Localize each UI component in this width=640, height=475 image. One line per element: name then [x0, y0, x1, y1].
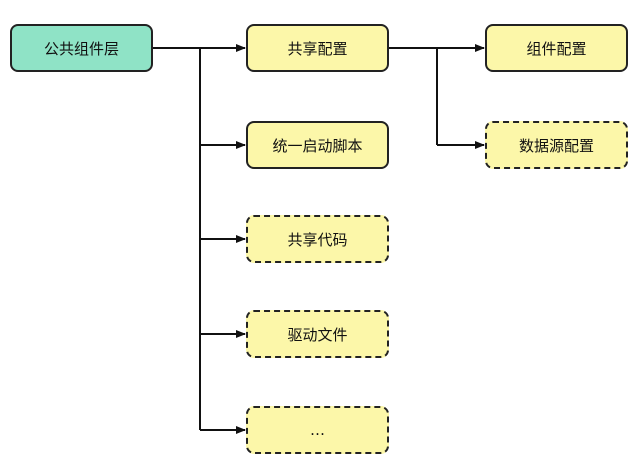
node-label: 共享代码	[287, 230, 348, 249]
node-ellipsis: …	[246, 406, 389, 454]
node-driver-files: 驱动文件	[246, 310, 389, 358]
node-shared-code: 共享代码	[246, 215, 389, 263]
node-label: 共享配置	[287, 39, 348, 58]
node-shared-config: 共享配置	[246, 24, 389, 72]
node-label: 数据源配置	[518, 136, 594, 155]
node-label: 驱动文件	[287, 325, 348, 344]
root-node: 公共组件层	[10, 24, 153, 72]
node-datasource-config: 数据源配置	[485, 121, 628, 169]
root-node-label: 公共组件层	[43, 39, 119, 58]
node-label: 统一启动脚本	[272, 136, 363, 155]
node-label: 组件配置	[526, 39, 587, 58]
node-component-config: 组件配置	[485, 24, 628, 72]
node-label: …	[310, 421, 325, 439]
node-unified-startup-script: 统一启动脚本	[246, 121, 389, 169]
